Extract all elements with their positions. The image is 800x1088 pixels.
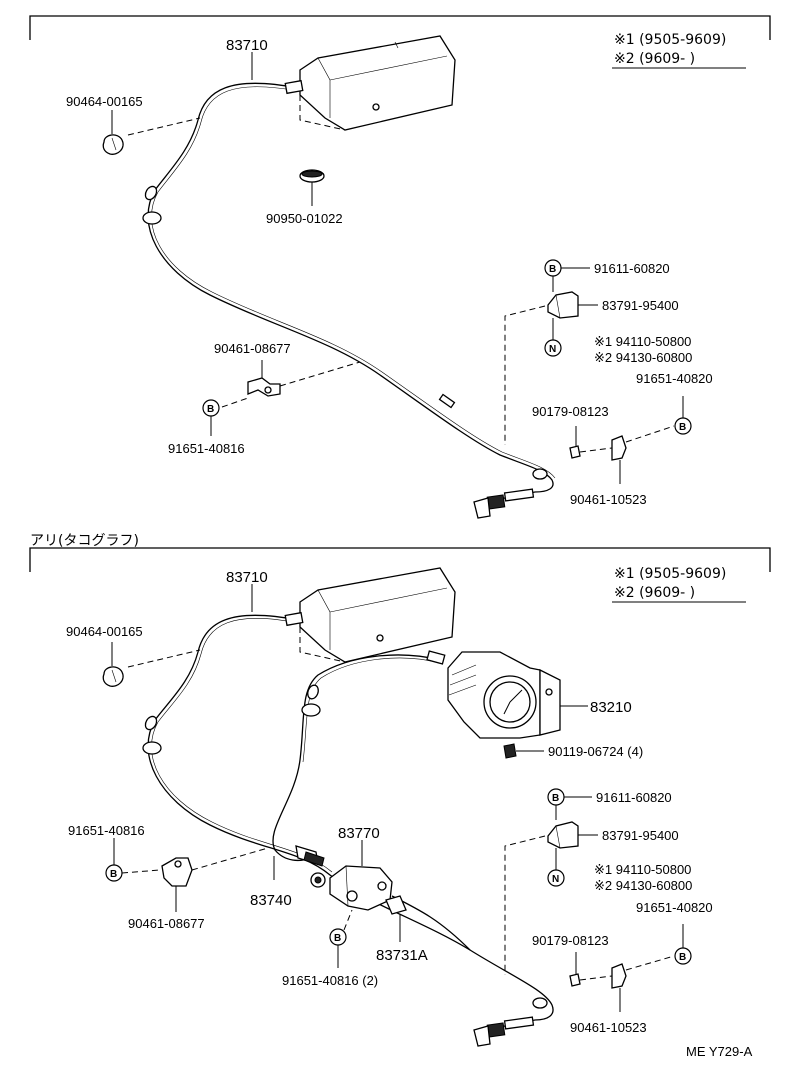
bottom-label-nut-1: ※1 94110-50800 — [594, 862, 691, 877]
bottom-tachograph-unit — [447, 651, 588, 739]
bottom-label-clip: 90464-00165 — [66, 624, 143, 639]
bottom-label-clamp-left: 90461-08677 — [128, 916, 205, 931]
bottom-label-sensor-cable: 83731A — [376, 947, 428, 964]
bottom-label-screw: 90119-06724 (4) — [548, 744, 643, 759]
bottom-circle-b-2: B — [110, 869, 117, 880]
top-legend-line-2: ※2 (9609- ) — [614, 51, 695, 67]
top-circle-b-2: B — [207, 404, 214, 415]
top-label-clip: 90464-00165 — [66, 94, 143, 109]
top-right-clamp: B — [569, 396, 692, 484]
bottom-screw — [503, 743, 544, 759]
top-left-clamp: B — [202, 360, 361, 436]
bottom-meter-housing — [299, 567, 456, 663]
bottom-label-grommet: 90179-08123 — [532, 933, 609, 948]
bottom-label-clamp-right: 90461-10523 — [570, 1020, 647, 1035]
bottom-right-clamp: B — [569, 924, 692, 1012]
bottom-label-sensor-unit: 83770 — [338, 825, 380, 842]
bottom-circle-b-3: B — [334, 933, 341, 944]
top-label-grommet: 90179-08123 — [532, 404, 609, 419]
bottom-circle-b-4: B — [679, 952, 686, 963]
bottom-legend-line-2: ※2 (9609- ) — [614, 585, 695, 601]
top-meter-housing — [299, 35, 456, 131]
top-label-bolt-left: 91651-40816 — [168, 441, 245, 456]
bottom-mid-bolt: B — [329, 909, 353, 968]
footer-code: ME Y729-A — [686, 1044, 753, 1059]
top-label-clamp-right: 90461-10523 — [570, 492, 647, 507]
bottom-label-cable: 83710 — [226, 569, 268, 586]
bottom-sensor-unit — [329, 840, 471, 951]
bottom-label-tachograph: 83210 — [590, 699, 632, 716]
top-hole-plug — [299, 169, 325, 206]
top-bracket-assembly: B N — [504, 259, 598, 445]
top-label-bolt-right: 91651-40820 — [636, 371, 713, 386]
top-label-bracket: 83791-95400 — [602, 298, 679, 313]
top-panel: ※1 (9505-9609) ※2 (9609- ) — [29, 15, 771, 519]
top-frame — [29, 15, 771, 40]
bottom-circle-b-1: B — [552, 793, 559, 804]
bottom-label-nut-2: ※2 94130-60800 — [594, 878, 692, 893]
top-label-plug: 90950-01022 — [266, 211, 343, 226]
top-label-nut-1: ※1 94110-50800 — [594, 334, 691, 349]
bottom-label-bracket: 83791-95400 — [602, 828, 679, 843]
section-title: アリ(タコグラフ) — [30, 533, 139, 549]
bottom-panel: ※1 (9505-9609) ※2 (9609- ) — [29, 547, 771, 1047]
bottom-speedometer-cable — [142, 611, 554, 1047]
bottom-label-bolt-b: 91611-60820 — [596, 790, 672, 805]
top-label-nut-2: ※2 94130-60800 — [594, 350, 692, 365]
bottom-label-bolt-left: 91651-40816 — [68, 823, 145, 838]
bottom-tacho-cable — [272, 650, 446, 888]
bottom-bracket-assembly: B N — [504, 788, 598, 975]
bottom-label-cable-sub: 83740 — [250, 892, 292, 909]
top-cable-clip — [102, 110, 201, 155]
top-label-clamp-left: 90461-08677 — [214, 341, 291, 356]
bottom-legend-line-1: ※1 (9505-9609) — [614, 566, 726, 582]
top-speedometer-cable — [142, 79, 556, 519]
bottom-cable-clip — [102, 642, 201, 687]
top-label-cable: 83710 — [226, 37, 268, 54]
top-legend-line-1: ※1 (9505-9609) — [614, 32, 726, 48]
bottom-circle-n: N — [552, 874, 559, 885]
bottom-left-clamp: B — [105, 838, 269, 912]
bottom-label-bolt-mid: 91651-40816 (2) — [282, 973, 378, 988]
top-label-bolt-b: 91611-60820 — [594, 261, 670, 276]
top-circle-b-3: B — [679, 422, 686, 433]
bottom-label-bolt-right: 91651-40820 — [636, 900, 713, 915]
bottom-frame — [29, 547, 771, 572]
top-circle-n: N — [549, 344, 556, 355]
top-circle-b-1: B — [549, 264, 556, 275]
